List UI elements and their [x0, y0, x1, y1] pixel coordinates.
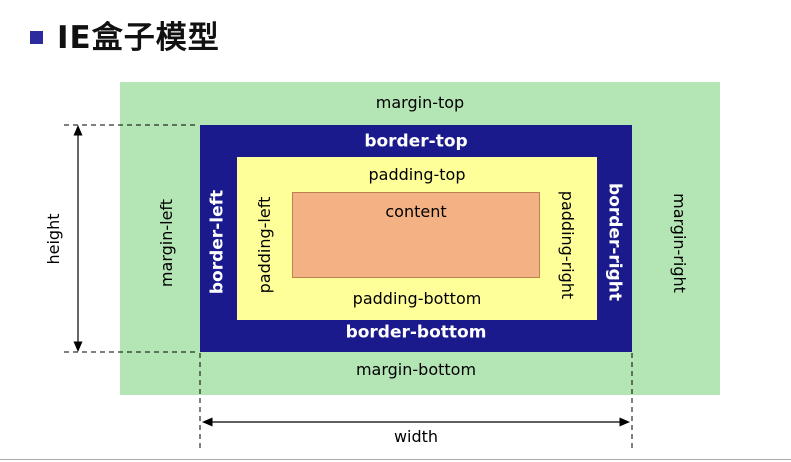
height-arrow-up-icon	[73, 125, 83, 136]
label-padding-bottom: padding-bottom	[352, 289, 482, 308]
width-arrow-left-icon	[202, 417, 213, 427]
label-width: width	[393, 427, 439, 446]
label-margin-right: margin-right	[670, 193, 689, 293]
width-arrow-right-icon	[619, 417, 630, 427]
label-padding-right: padding-right	[558, 190, 577, 300]
label-content: content	[385, 202, 447, 221]
content-area	[292, 192, 540, 278]
page-title: IE盒子模型	[57, 20, 220, 56]
label-border-top: border-top	[364, 131, 468, 152]
label-border-bottom: border-bottom	[345, 322, 487, 343]
title-bullet-icon	[30, 31, 43, 44]
slide-bottom-divider	[0, 459, 791, 460]
label-margin-left: margin-left	[157, 198, 176, 288]
label-margin-bottom: margin-bottom	[355, 360, 477, 379]
label-border-right: border-right	[604, 183, 625, 301]
label-padding-left: padding-left	[255, 196, 274, 294]
label-height: height	[44, 213, 63, 265]
label-margin-top: margin-top	[375, 93, 465, 112]
label-padding-top: padding-top	[368, 165, 466, 184]
height-arrow-down-icon	[73, 341, 83, 352]
label-border-left: border-left	[207, 189, 228, 295]
